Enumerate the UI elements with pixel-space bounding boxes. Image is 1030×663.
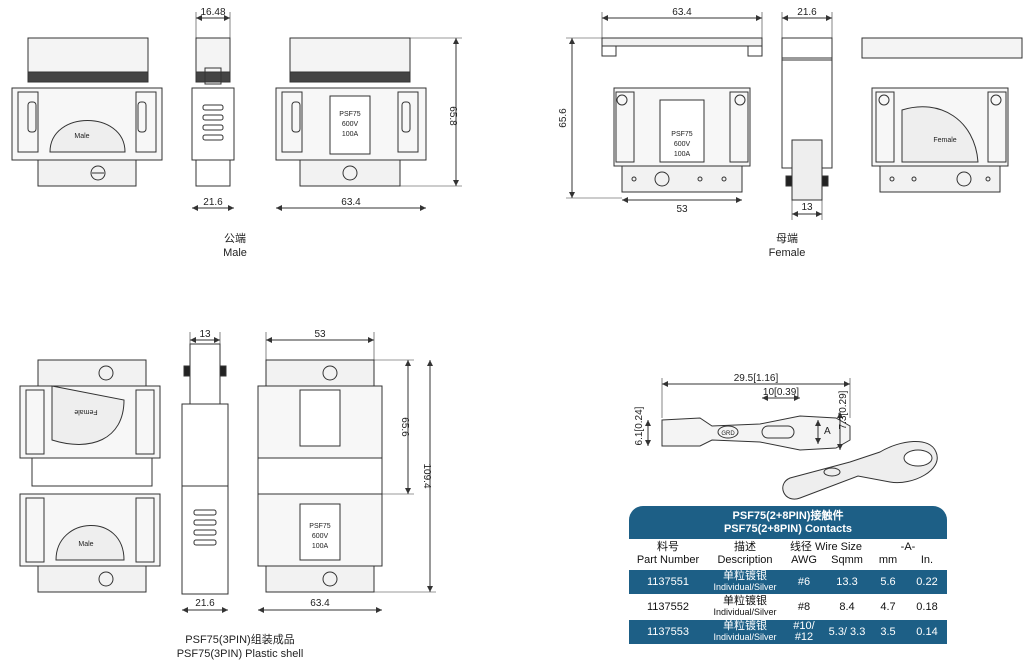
male-caption-en: Male: [223, 247, 247, 259]
cell-desc-en: Individual/Silver: [713, 582, 777, 592]
assembly-caption-en: PSF75(3PIN) Plastic shell: [176, 648, 304, 660]
cell-part: 1137553: [646, 625, 689, 638]
dim-top-left-rear-width: 63.4: [341, 197, 361, 208]
cell-awg: #6: [797, 575, 811, 588]
dim-bottom-left-inner-height: 65.6: [399, 417, 410, 437]
male-front-label: Male: [74, 133, 89, 140]
dim-top-left-height: 65.8: [447, 106, 458, 126]
male-caption: 公端 Male: [200, 232, 270, 260]
contact-logo: GRD: [721, 431, 735, 437]
dim-top-right-side: 21.6: [797, 7, 817, 18]
dim-top-left-width: 16.48: [200, 7, 225, 18]
female-caption-en: Female: [768, 247, 806, 259]
cell-in: 0.18: [916, 600, 938, 613]
female-plate-line-1: PSF75: [671, 131, 693, 138]
assembly-front-view: [19, 359, 161, 593]
col-sqmm: Sqmm: [831, 554, 863, 566]
female-caption: 母端 Female: [752, 232, 822, 260]
female-side-view: [781, 37, 833, 201]
cell-in: 0.22: [916, 575, 938, 588]
assembly-female-label: Female: [74, 408, 97, 415]
cell-part: 1137552: [646, 600, 689, 613]
cell-desc-en: Individual/Silver: [713, 632, 777, 642]
col-part-en: Part Number: [636, 554, 700, 566]
assembly-caption-cn: PSF75(3PIN)组装成品: [185, 634, 295, 646]
cell-awg: #10/ #12: [793, 620, 815, 643]
cell-mm: 4.7: [880, 600, 896, 613]
female-plate-line-2: 600V: [674, 141, 691, 148]
cell-mm: 3.5: [880, 625, 896, 638]
dim-bottom-left-rear-bottom: 63.4: [310, 598, 330, 609]
col-mm: mm: [878, 554, 898, 566]
contact-pin-3d: [782, 440, 938, 500]
contacts-table-title-en: PSF75(2+8PIN) Contacts: [723, 523, 853, 535]
col-awg: AWG: [791, 554, 817, 566]
dim-top-right-height: 65.6: [558, 108, 569, 128]
assembly-plate-line-2: 600V: [312, 533, 329, 540]
col-part-cn: 料号: [657, 541, 679, 553]
col-desc-cn: 描述: [734, 541, 756, 553]
dim-top-right-bottom: 53: [676, 204, 688, 215]
contacts-table: PSF75(2+8PIN)接触件 PSF75(2+8PIN) Contacts …: [629, 506, 947, 644]
assembly-caption: PSF75(3PIN)组装成品 PSF75(3PIN) Plastic shel…: [140, 633, 340, 661]
male-plate-line-2: 600V: [342, 121, 359, 128]
assembly-plate-line-3: 100A: [312, 543, 329, 550]
col-wire: 线径 Wire Size: [789, 541, 863, 553]
assembly-male-label: Male: [78, 541, 93, 548]
dim-contact-a: A: [824, 426, 831, 437]
dim-contact-height-left: 6.1[0.24]: [634, 406, 645, 445]
male-rear-view: [275, 37, 427, 187]
dim-bottom-left-rear-top: 53: [314, 329, 326, 340]
cell-sqmm: 8.4: [839, 600, 855, 613]
female-rear-view: [861, 37, 1023, 193]
dim-contact-length: 29.5[1.16]: [734, 373, 779, 384]
cell-desc-cn: 单粒镀银: [723, 595, 767, 607]
contacts-table-title-cn: PSF75(2+8PIN)接触件: [732, 510, 844, 522]
dim-bottom-left-total-height: 109.4: [421, 463, 432, 488]
cell-desc-en: Individual/Silver: [713, 607, 777, 617]
female-front-view: [601, 37, 763, 193]
contacts-table-header: PSF75(2+8PIN)接触件 PSF75(2+8PIN) Contacts: [629, 506, 947, 539]
female-caption-cn: 母端: [776, 233, 798, 245]
dim-top-left-side-bottom: 21.6: [203, 197, 223, 208]
cell-sqmm: 13.3: [836, 575, 858, 588]
cell-desc-cn: 单粒镀银: [723, 570, 767, 582]
cell-mm: 5.6: [880, 575, 896, 588]
male-plate-line-3: 100A: [342, 131, 359, 138]
assembly-rear-view: [257, 359, 383, 593]
dim-bottom-left-side-top: 13: [199, 329, 211, 340]
dim-contact-height-right: 7.3[0.29]: [838, 390, 849, 429]
dim-contact-slot: 10[0.39]: [763, 387, 799, 398]
male-plate-line-1: PSF75: [339, 111, 361, 118]
cell-in: 0.14: [916, 625, 938, 638]
cell-sqmm: 5.3/ 3.3: [828, 625, 866, 638]
assembly-side-view: [181, 343, 229, 595]
cell-part: 1137551: [646, 575, 689, 588]
col-desc-en: Description: [717, 554, 773, 566]
cell-awg: #8: [797, 600, 811, 613]
col-a: -A-: [900, 541, 916, 553]
male-caption-cn: 公端: [224, 233, 246, 245]
cell-desc-cn: 单粒镀银: [723, 620, 767, 632]
dim-top-right-width: 63.4: [672, 7, 692, 18]
contact-pin-drawing: [645, 378, 851, 451]
dim-bottom-left-side-bottom: 21.6: [195, 598, 215, 609]
female-front-label: Female: [933, 137, 956, 144]
female-plate-line-3: 100A: [674, 151, 691, 158]
col-in: In.: [920, 554, 934, 566]
dim-top-right-side-bottom: 13: [801, 202, 813, 213]
male-side-view: [191, 37, 235, 187]
assembly-plate-line-1: PSF75: [309, 523, 331, 530]
male-front-view: [11, 37, 163, 187]
